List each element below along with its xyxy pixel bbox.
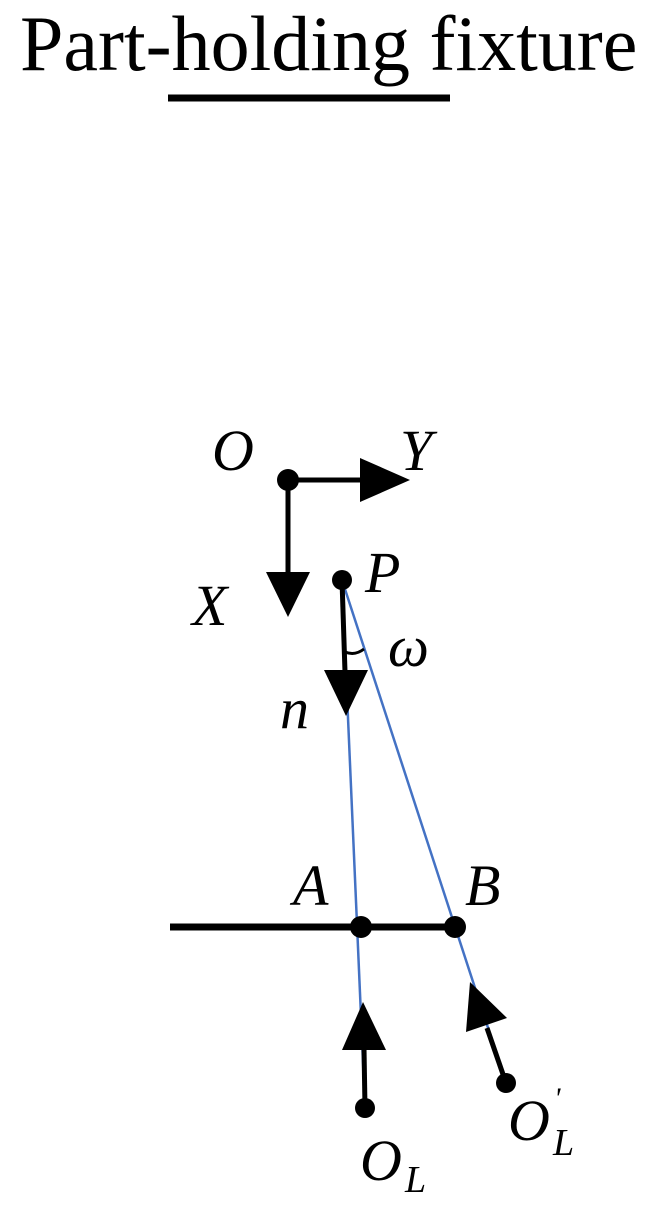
origin-point bbox=[277, 469, 299, 491]
omega-angle-arc bbox=[344, 647, 365, 655]
laser-source-ol-prime-subscript: L bbox=[552, 1122, 574, 1164]
laser-source-ol-label: O bbox=[360, 1128, 402, 1193]
normal-vector-line bbox=[339, 579, 348, 673]
origin-label: O bbox=[212, 418, 254, 483]
angle-omega-label: ω bbox=[388, 614, 429, 679]
point-b-label: B bbox=[465, 853, 500, 918]
laser-source-ol-prime-superscript: ' bbox=[554, 1082, 561, 1115]
normal-vector-label: n bbox=[280, 676, 309, 741]
x-axis-arrowhead bbox=[266, 572, 310, 617]
laser-source-arrowhead bbox=[342, 1002, 386, 1050]
diagram-title: Part-holding fixture bbox=[20, 0, 637, 87]
normal-vector-arrowhead bbox=[324, 670, 368, 716]
laser-source-ol-prime-label: O bbox=[508, 1088, 550, 1153]
laser-source-arrow-line bbox=[361, 1047, 368, 1109]
point-a-label: A bbox=[289, 853, 329, 918]
y-axis-label: Y bbox=[400, 418, 438, 483]
y-axis-arrowhead bbox=[360, 458, 410, 502]
point-b bbox=[444, 916, 466, 938]
point-p-label: P bbox=[364, 540, 400, 605]
laser-source-prime-arrowhead bbox=[466, 982, 507, 1032]
laser-source-ol-subscript: L bbox=[404, 1159, 426, 1201]
point-a bbox=[350, 916, 372, 938]
laser-source-ol-prime bbox=[496, 1073, 516, 1093]
laser-source-ol bbox=[355, 1098, 375, 1118]
point-p bbox=[332, 570, 352, 590]
x-axis-label: X bbox=[190, 573, 230, 638]
